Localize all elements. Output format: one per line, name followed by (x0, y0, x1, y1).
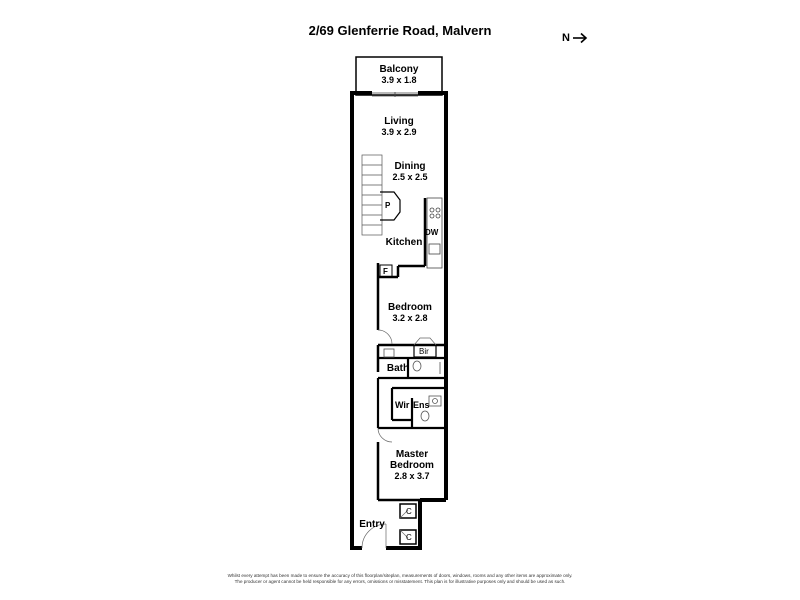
living-dims: 3.9 x 2.9 (381, 127, 417, 137)
pantry-outline (380, 191, 401, 221)
disclaimer-line2: The producer or agent cannot be held res… (234, 579, 566, 584)
bedroom-name: Bedroom (388, 302, 432, 313)
kitchen-name: Kitchen (385, 237, 423, 248)
bir-label: Bir (419, 347, 429, 356)
ens-label: Ens (413, 400, 430, 410)
bedroom-door-swing (377, 329, 393, 345)
master-name-line1: Master (395, 449, 429, 460)
balcony-dims: 3.9 x 1.8 (381, 75, 417, 85)
master-label: Master Bedroom 2.8 x 3.7 (390, 449, 434, 482)
bath-fixtures (383, 348, 441, 374)
arrow-right-icon (572, 32, 588, 44)
dining-label: Dining 2.5 x 2.5 (392, 161, 427, 183)
bedroom-dims: 3.2 x 2.8 (392, 313, 428, 323)
master-dims: 2.8 x 3.7 (394, 471, 430, 481)
disclaimer-line1: Whilst every attempt has been made to en… (227, 573, 573, 578)
master-walls (376, 442, 420, 502)
kitchen-bench (426, 197, 443, 269)
fridge-label: F (383, 267, 388, 276)
bath-name: Bath (386, 363, 410, 374)
cupboard-2-label: C (406, 533, 412, 542)
entry-label: Entry (359, 519, 385, 530)
balcony-label: Balcony 3.9 x 1.8 (380, 64, 419, 86)
page-title: 2/69 Glenferrie Road, Malvern (308, 23, 492, 38)
bath-outline (378, 356, 446, 380)
balcony-outline (355, 56, 443, 96)
wir-ens-walls (376, 378, 446, 430)
kitchen-label: Kitchen (386, 237, 423, 248)
ens-fixtures (420, 395, 442, 422)
disclaimer: Whilst every attempt has been made to en… (190, 573, 610, 585)
bath-label: Bath (387, 363, 409, 374)
entry-cupboards (399, 503, 417, 545)
master-name-line2: Bedroom (390, 460, 434, 471)
dining-dims: 2.5 x 2.5 (392, 172, 428, 182)
pantry-label: P (385, 201, 391, 210)
staircase (361, 154, 383, 236)
cupboard-1-label: C (406, 507, 412, 516)
bedroom-label: Bedroom 3.2 x 2.8 (388, 302, 432, 324)
north-indicator: N (562, 32, 588, 44)
living-label: Living 3.9 x 2.9 (381, 116, 416, 138)
sliding-door (372, 92, 418, 97)
master-door-swing (377, 427, 393, 443)
balcony-name: Balcony (379, 64, 419, 75)
entry-door-swing (361, 523, 387, 549)
dishwasher-label: DW (425, 228, 439, 237)
outer-walls (350, 91, 448, 550)
dining-name: Dining (394, 161, 426, 172)
living-name: Living (384, 116, 414, 127)
wir-label: Wir (395, 400, 410, 410)
north-label: N (562, 32, 570, 44)
entry-name: Entry (359, 519, 385, 530)
fridge-outline (379, 264, 393, 278)
